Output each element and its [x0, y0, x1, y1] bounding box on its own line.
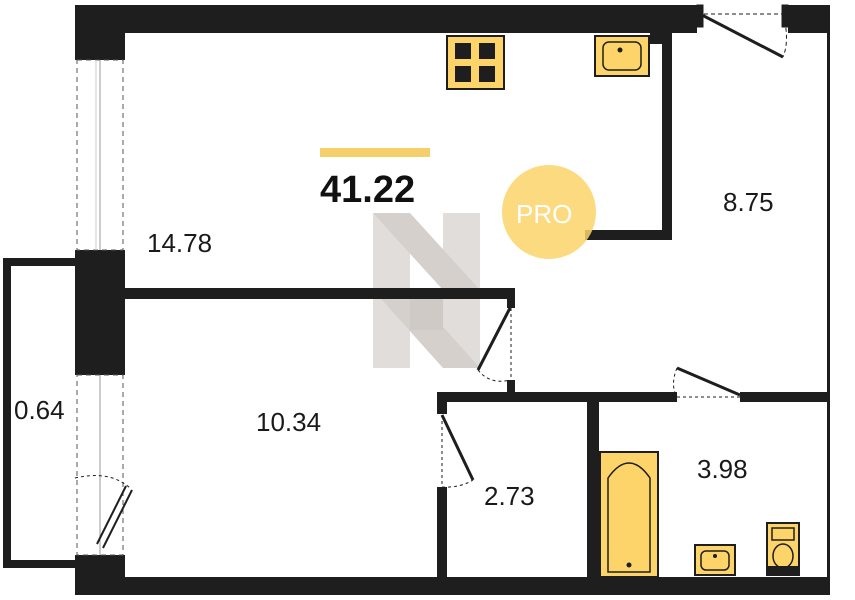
window-icon: [76, 374, 124, 556]
door-swing-icon: [476, 307, 512, 382]
washbasin-icon: [694, 544, 736, 576]
room-area-bathroom: 3.98: [697, 454, 748, 484]
room-area-balcony: 0.64: [14, 395, 65, 425]
bathtub-icon: [599, 451, 659, 578]
door-swing-icon: [673, 366, 741, 398]
room-area-wardrobe: 2.73: [484, 481, 535, 511]
room-area-kitchen: 8.75: [723, 187, 774, 217]
balcony-door-icon: [74, 475, 133, 549]
door-swing-icon: [696, 4, 789, 59]
room-area-living: 14.78: [147, 228, 212, 258]
stove-icon: [446, 35, 505, 90]
door-swing-icon: [440, 414, 475, 488]
window-icon: [76, 59, 124, 251]
sink-icon: [594, 35, 650, 77]
total-area: 41.22: [320, 169, 415, 211]
room-area-bedroom: 10.34: [256, 407, 321, 437]
accent-bar: [320, 148, 430, 157]
toilet-icon: [766, 522, 800, 576]
walls: [3, 5, 830, 595]
pro-badge: PRO: [502, 165, 596, 259]
pro-badge-label: PRO: [516, 199, 572, 229]
logo-watermark-icon: [373, 213, 480, 368]
